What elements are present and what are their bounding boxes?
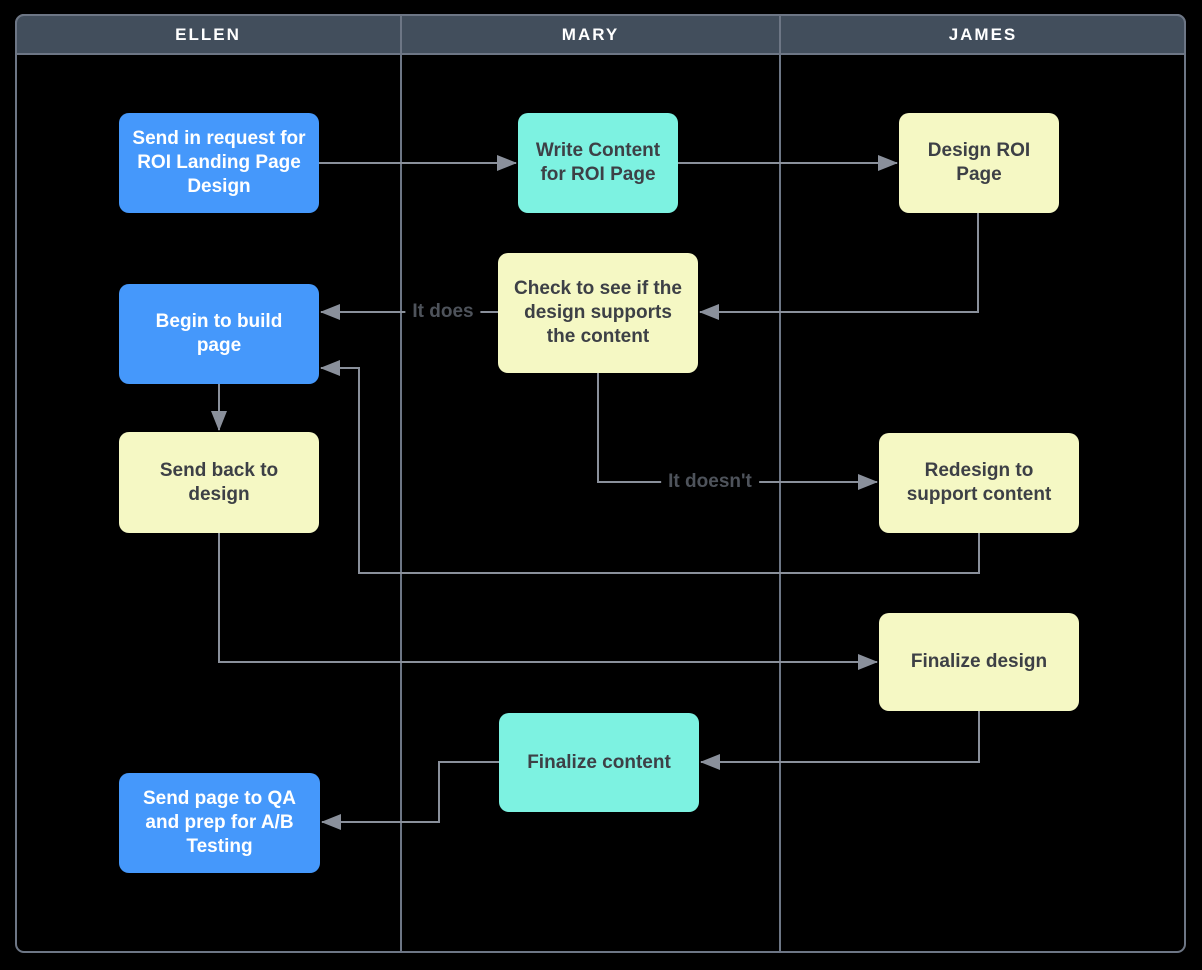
node-begin-build-label: Begin to build page — [155, 311, 283, 356]
lane-header-ellen-label: ELLEN — [175, 25, 241, 44]
node-send-back-to-design[interactable]: Send back to design — [119, 432, 319, 533]
connector-send-back-to-finalize-design — [218, 533, 878, 670]
connector-check-design-to-redesign-it-doesnt — [597, 373, 878, 490]
lane-header-mary-label: MARY — [561, 25, 620, 44]
node-write-content-label: Write Content for ROI Page — [535, 140, 661, 185]
connector-finalize-content-to-send-qa — [321, 761, 499, 830]
connector-redesign-to-begin-build — [320, 360, 980, 574]
node-begin-to-build-page[interactable]: Begin to build page — [119, 284, 319, 384]
connector-design-roi-page-to-check-design — [699, 213, 979, 320]
lane-header-james-label: JAMES — [948, 25, 1018, 44]
node-design-roi-page-label: Design ROI Page — [927, 140, 1031, 185]
node-finalize-content-label: Finalize content — [527, 751, 671, 773]
node-send-request[interactable]: Send in request for ROI Landing Page Des… — [119, 113, 319, 213]
lane-header-james: JAMES — [780, 14, 1186, 55]
node-redesign-label: Redesign to support content — [906, 460, 1052, 505]
connector-finalize-design-to-finalize-content — [700, 711, 980, 770]
node-send-qa-label: Send page to QA and prep for A/B Testing — [142, 788, 297, 857]
node-send-back-label: Send back to design — [159, 459, 279, 505]
node-write-content[interactable]: Write Content for ROI Page — [518, 113, 678, 213]
node-check-design-label: Check to see if the design supports the … — [514, 278, 682, 347]
edge-label-it-does: It does — [405, 299, 481, 325]
lane-divider-mary-james — [779, 14, 781, 953]
lane-header-mary: MARY — [401, 14, 780, 55]
node-check-design-supports-content[interactable]: Check to see if the design supports the … — [498, 253, 698, 373]
lane-divider-ellen-mary — [400, 14, 402, 953]
lane-header-ellen: ELLEN — [15, 14, 401, 55]
node-finalize-design-label: Finalize design — [910, 651, 1048, 672]
node-finalize-design[interactable]: Finalize design — [879, 613, 1079, 711]
node-send-page-to-qa[interactable]: Send page to QA and prep for A/B Testing — [119, 773, 320, 873]
node-design-roi-page[interactable]: Design ROI Page — [899, 113, 1059, 213]
diagram-frame — [15, 14, 1186, 953]
edge-label-it-doesnt: It doesn't — [661, 469, 759, 495]
node-send-request-label: Send in request for ROI Landing Page Des… — [132, 128, 306, 197]
node-finalize-content[interactable]: Finalize content — [499, 713, 699, 812]
node-redesign-to-support-content[interactable]: Redesign to support content — [879, 433, 1079, 533]
